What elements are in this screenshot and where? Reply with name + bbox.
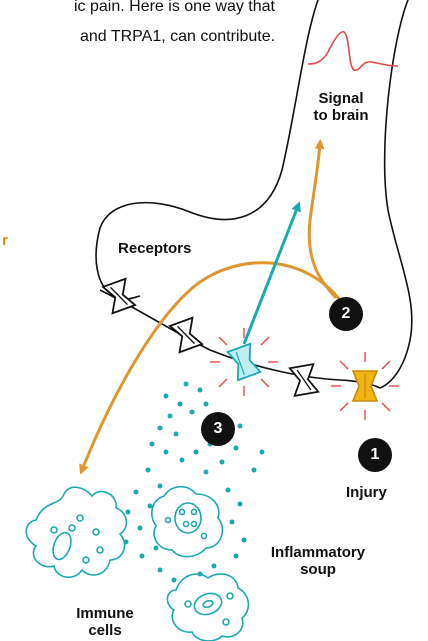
teal-arrow [244,206,298,344]
immune-cell [152,487,223,557]
immune-cell [167,574,248,641]
signal-to-brain-label: Signal to brain [311,90,371,124]
receptor-channel [103,279,135,314]
receptor-channel [170,318,202,353]
step-2-badge: 2 [329,297,363,331]
activated-yellow-receptor [331,352,399,420]
activated-teal-receptor [210,328,278,396]
receptors-label: Receptors [118,240,191,257]
receptor-channel [290,364,318,396]
immune-cell [26,487,126,577]
step-1-badge: 1 [358,438,392,472]
signal-wave [308,32,398,70]
immune-cells-label: Immune cells [70,605,140,639]
cut-edge-letter: r [0,232,10,252]
injury-label: Injury [346,484,387,501]
inflammatory-dots [124,382,265,583]
foot-outline-right [380,0,412,388]
inflammatory-soup-label: Inflammatory soup [248,544,388,578]
step-3-badge: 3 [201,412,235,446]
